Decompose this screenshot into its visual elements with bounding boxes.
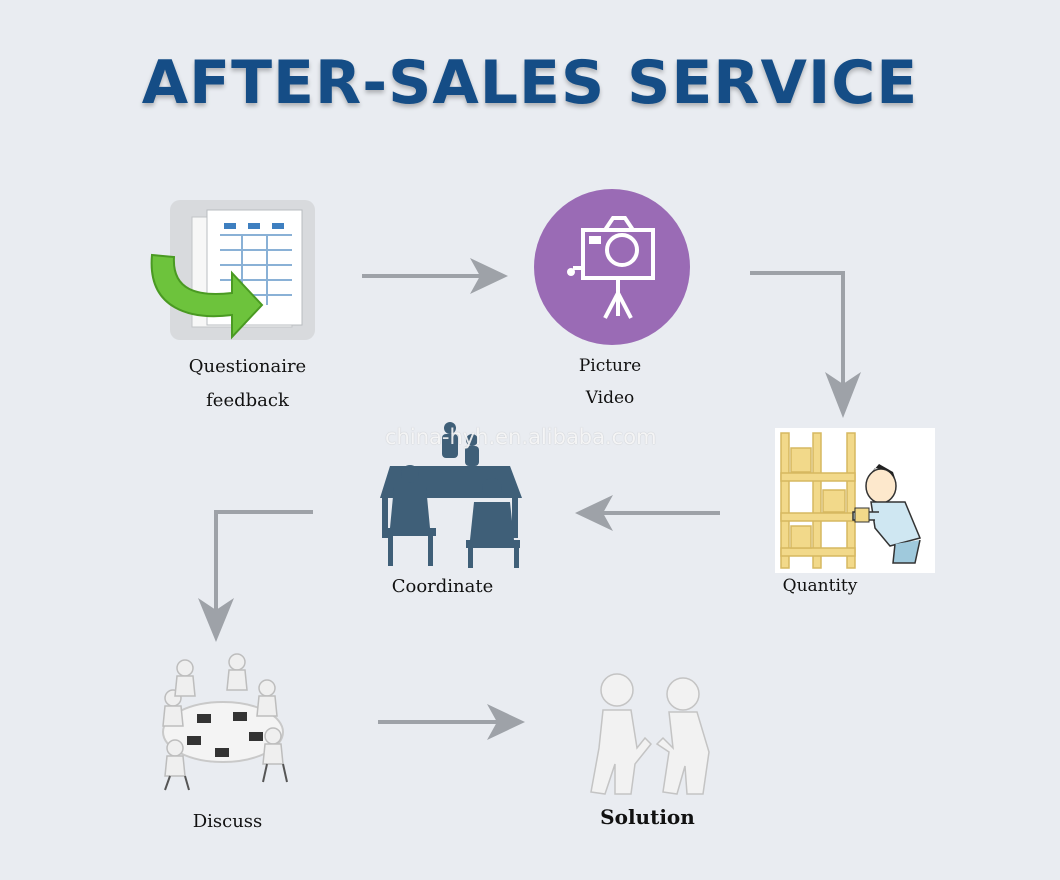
questionnaire-line1: Questionaire [188,356,307,377]
questionnaire-line2: feedback [206,390,289,411]
page-title: AFTER-SALES SERVICE [141,48,919,118]
quantity-label: Quantity [782,576,858,596]
warehouse-worker-icon [775,428,935,573]
round-table-discussion-icon [162,653,288,791]
spreadsheet-icon [150,200,315,340]
camera-icon [534,189,690,345]
picture-line2: Video [585,388,635,408]
questionnaire-label: Questionaire feedback [160,350,335,418]
picture-line1: Picture [578,356,642,376]
handshake-icon [590,673,710,795]
picture-label: Picture Video [555,350,665,414]
arrow-coordinate-to-discuss [214,510,313,625]
discuss-label: Discuss [192,811,263,832]
watermark: china-hyh.en.alibaba.com [385,425,657,449]
meeting-table-icon [380,422,522,568]
coordinate-label: Coordinate [391,576,494,597]
solution-label: Solution [600,805,695,829]
arrow-picture-to-quantity [750,271,845,400]
